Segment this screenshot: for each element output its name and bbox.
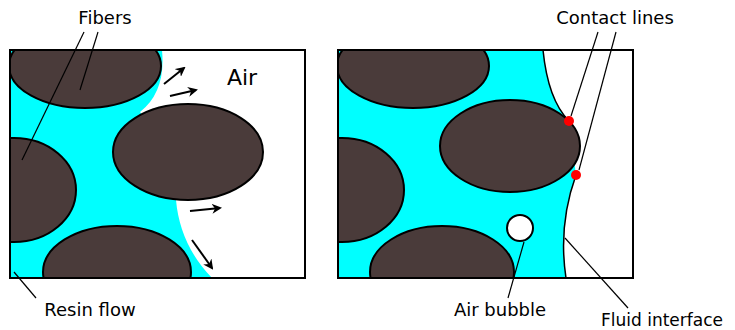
contact-dot [564, 116, 574, 126]
air-bubble-label: Air bubble [454, 299, 546, 321]
fibers-label: Fibers [78, 7, 131, 29]
leader-lines [14, 32, 628, 308]
air-label: Air [227, 65, 257, 91]
right-panel [338, 50, 633, 278]
contact-lines-label: Contact lines [556, 7, 674, 29]
contact-dot [571, 170, 581, 180]
left-panel [10, 50, 305, 278]
resin-flow-label: Resin flow [44, 299, 135, 321]
flow-arrows [164, 68, 220, 268]
fluid-interface-label: Fluid interface [601, 310, 723, 330]
